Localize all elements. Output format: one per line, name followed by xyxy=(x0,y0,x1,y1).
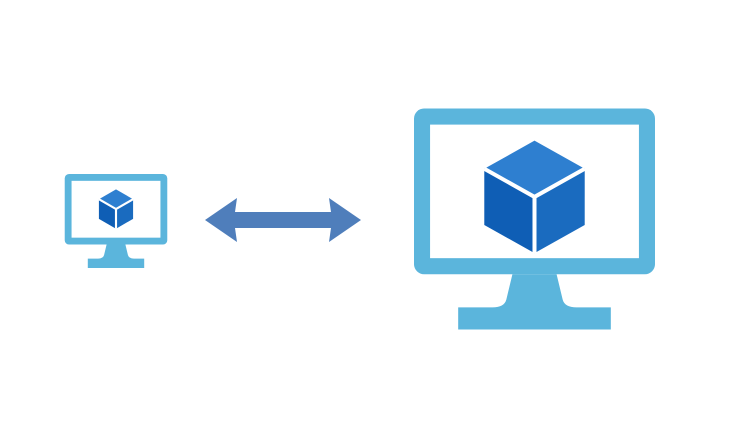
cube-icon xyxy=(483,140,586,254)
cube-icon xyxy=(98,189,134,229)
large-vm-monitor-icon xyxy=(414,108,655,330)
double-headed-arrow-icon xyxy=(203,196,363,244)
small-vm-monitor-icon xyxy=(64,174,168,268)
